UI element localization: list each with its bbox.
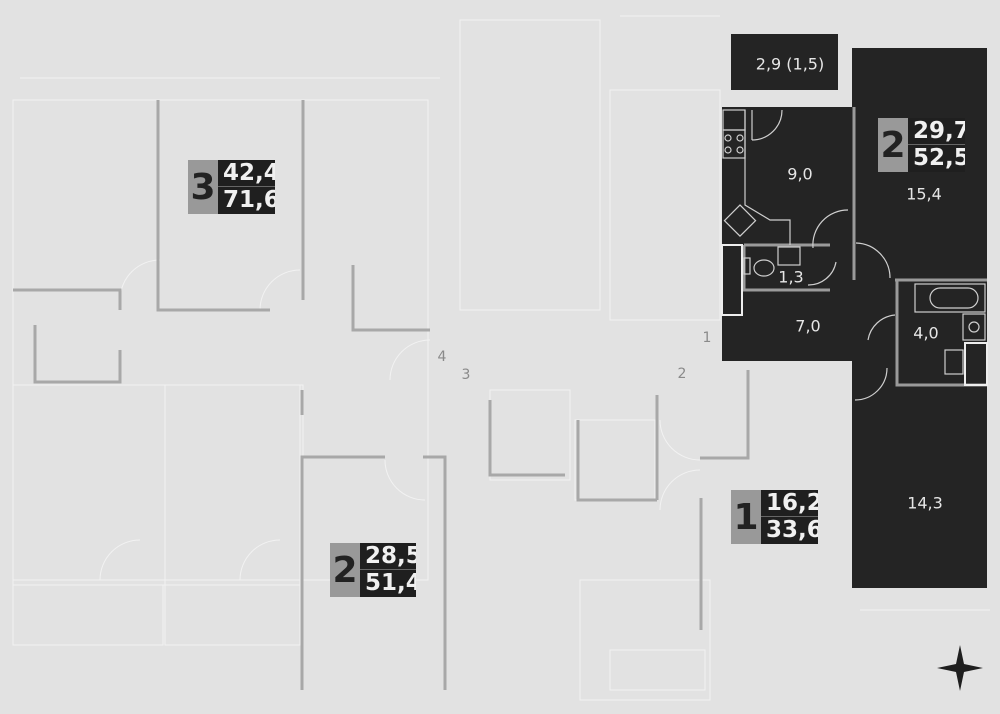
room-area-living-room: 15,4 [906, 184, 942, 204]
living-area: 42,4 [218, 160, 275, 187]
apartment-badge-2-room-left[interactable]: 2 28,5 51,4 [330, 543, 416, 597]
living-area: 29,7 [908, 118, 965, 145]
total-area: 51,4 [365, 570, 416, 596]
room-area-bathroom: 4,0 [913, 323, 939, 343]
room-count: 2 [878, 118, 908, 172]
entrance-number-3: 3 [461, 367, 471, 383]
total-area: 52,5 [913, 145, 965, 171]
room-area-hall: 7,0 [795, 316, 821, 336]
entrance-number-4: 4 [437, 349, 447, 365]
room-area-bedroom: 14,3 [907, 493, 943, 513]
entrance-number-1: 1 [702, 330, 712, 346]
living-area: 28,5 [360, 543, 416, 570]
room-count: 2 [330, 543, 360, 597]
apartment-badge-2-room-selected[interactable]: 2 29,7 52,5 [878, 118, 965, 172]
apartment-badge-3-room[interactable]: 3 42,4 71,6 [188, 160, 275, 214]
room-count: 3 [188, 160, 218, 214]
total-area: 33,6 [766, 517, 818, 543]
room-area-toilet: 1,3 [778, 267, 804, 287]
selected-balcony[interactable] [731, 34, 838, 90]
room-count: 1 [731, 490, 761, 544]
room-area-kitchen: 9,0 [787, 164, 813, 184]
living-area: 16,2 [761, 490, 818, 517]
total-area: 71,6 [223, 187, 275, 213]
selected-apartment-left[interactable] [722, 107, 854, 361]
apartment-badge-1-room[interactable]: 1 16,2 33,6 [731, 490, 818, 544]
entrance-number-2: 2 [677, 366, 687, 382]
room-area-balcony: 2,9 (1,5) [755, 54, 825, 74]
